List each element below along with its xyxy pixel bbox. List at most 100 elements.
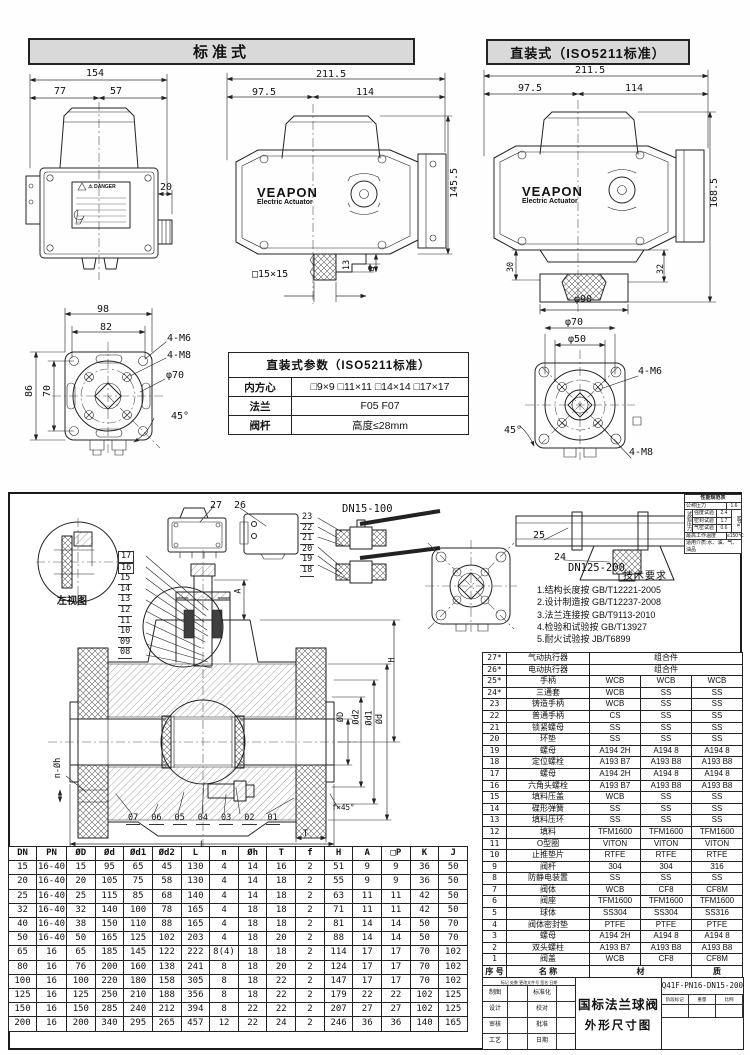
- sign-label: 工艺: [483, 1034, 508, 1049]
- dim-mr-4m6: 4-M6: [638, 366, 663, 377]
- lever-valve-upper: [335, 509, 441, 550]
- standard-side-view-drawing: [226, 72, 453, 304]
- dim-direct-phi90: φ90: [574, 294, 593, 305]
- tech-req-item: 1.结构长度按 GB/T12221-2005: [537, 585, 662, 596]
- dim-T: T: [303, 829, 309, 839]
- dim-f45: f×45°: [332, 803, 355, 812]
- callout: 18: [300, 564, 315, 577]
- standard-front-view-drawing: [25, 73, 173, 280]
- spec-media: 适用介质:水、油、气、油品: [686, 540, 738, 553]
- params-label-2: 法兰: [228, 396, 292, 416]
- direct-mount-params-table: 直装式参数（ISO5211标准） 内方心 □9×9 □11×11 □14×14 …: [228, 352, 469, 435]
- tb-right-label: 重量: [689, 995, 716, 1004]
- spec-nominal-label: 公称压力: [685, 502, 727, 509]
- left-view-detail-circle: [36, 518, 120, 606]
- callout: 02: [242, 813, 257, 825]
- dim-ml-45: 45°: [171, 411, 190, 422]
- callout: 17: [118, 551, 135, 563]
- iso-pad-top-view: [425, 540, 517, 632]
- params-label-1: 内方心: [228, 377, 292, 397]
- dim-direct-right: 114: [625, 83, 644, 94]
- title-block-revision-header: 标记 处数 更改文件号 签名 日期: [483, 978, 576, 986]
- model-number: Q41F-PN16-DN15-200: [661, 978, 743, 995]
- spec-temp-value: ≤150℃: [727, 532, 744, 539]
- callout: 06: [149, 813, 164, 825]
- dim-std-side-right: 114: [356, 87, 375, 98]
- tee-assembly: [515, 511, 699, 582]
- params-label-3: 阀杆: [228, 415, 292, 435]
- callout: 21: [300, 533, 315, 545]
- spec-test-2: 密封试验: [693, 517, 717, 524]
- callout: 08: [118, 647, 133, 659]
- spec-temp-label: 最高工作温度: [685, 532, 727, 539]
- sign-label: 批准: [528, 1018, 557, 1033]
- direct-mount-view-drawing: [483, 69, 717, 315]
- callout: 03: [219, 813, 234, 825]
- dim-ml-86: 86: [24, 384, 36, 398]
- title-block-model-area: Q41F-PN16-DN15-200 阶段标记 重量 比例: [661, 978, 743, 1049]
- dim-std-side-square: □15×15: [252, 269, 289, 280]
- sign-label: 校对: [528, 1002, 557, 1017]
- tb-right-label: 比例: [716, 995, 743, 1004]
- dim-ml-4m6: 4-M6: [167, 333, 192, 344]
- standard-type-title: 标准式: [28, 38, 415, 65]
- spec-test-1-val: 2.4: [720, 510, 728, 516]
- sign-label: 设计: [483, 1002, 508, 1017]
- callout: 19: [300, 554, 315, 566]
- dim-H: H: [387, 657, 398, 663]
- danger-label: ⚠ DANGER: [88, 184, 116, 190]
- dim-direct-total: 211.5: [575, 65, 606, 76]
- callout-27: 27: [210, 500, 223, 511]
- parts-row: 27*气动执行器组合件: [482, 652, 744, 665]
- dn-range-large-label: DN125-200: [568, 562, 625, 574]
- dim-phiD: ØD: [336, 711, 347, 723]
- dim-mr-45: 45°: [504, 425, 523, 436]
- sign-label: 制图: [483, 986, 508, 1001]
- brand-subtitle-2: Electric Actuator: [522, 198, 578, 205]
- callout: 20: [300, 543, 315, 556]
- sign-label: 日期: [528, 1034, 557, 1049]
- spec-test-1: 强度试验: [693, 510, 717, 517]
- dim-mr-phi70: φ70: [565, 317, 584, 328]
- dim-std-side-stem1: 13: [342, 259, 353, 271]
- actuator-symbol-2: [239, 507, 299, 560]
- params-value-1: □9×9 □11×11 □14×14 □17×17: [291, 377, 469, 397]
- tech-req-item: 4.检验和试验按 GB/T13927: [537, 621, 648, 632]
- assembly-drawing: [36, 505, 699, 849]
- tech-req-title: 技术要求: [623, 571, 667, 582]
- spec-test-label: 试验压力: [686, 510, 693, 532]
- title-block: 标记 处数 更改文件号 签名 日期 制图标准化 设计校对 审核批准 工艺日期 国…: [482, 977, 744, 1050]
- lever-valve-lower: [335, 546, 441, 584]
- sign-label: 审核: [483, 1018, 508, 1033]
- dim-std-side-total: 211.5: [316, 69, 347, 80]
- callout: 13: [118, 594, 133, 606]
- dim-std-side-left: 97.5: [252, 87, 277, 98]
- callout-24: 24: [554, 552, 567, 563]
- dim-std-front-left: 77: [54, 86, 67, 97]
- callout: 23: [300, 512, 315, 524]
- dim-direct-height: 168.5: [709, 177, 721, 209]
- sign-label: 标准化: [528, 986, 557, 1001]
- dim-std-side-stem2: 9: [369, 266, 380, 272]
- tech-req-item: 2.设计制造按 GB/T12237-2008: [537, 597, 662, 608]
